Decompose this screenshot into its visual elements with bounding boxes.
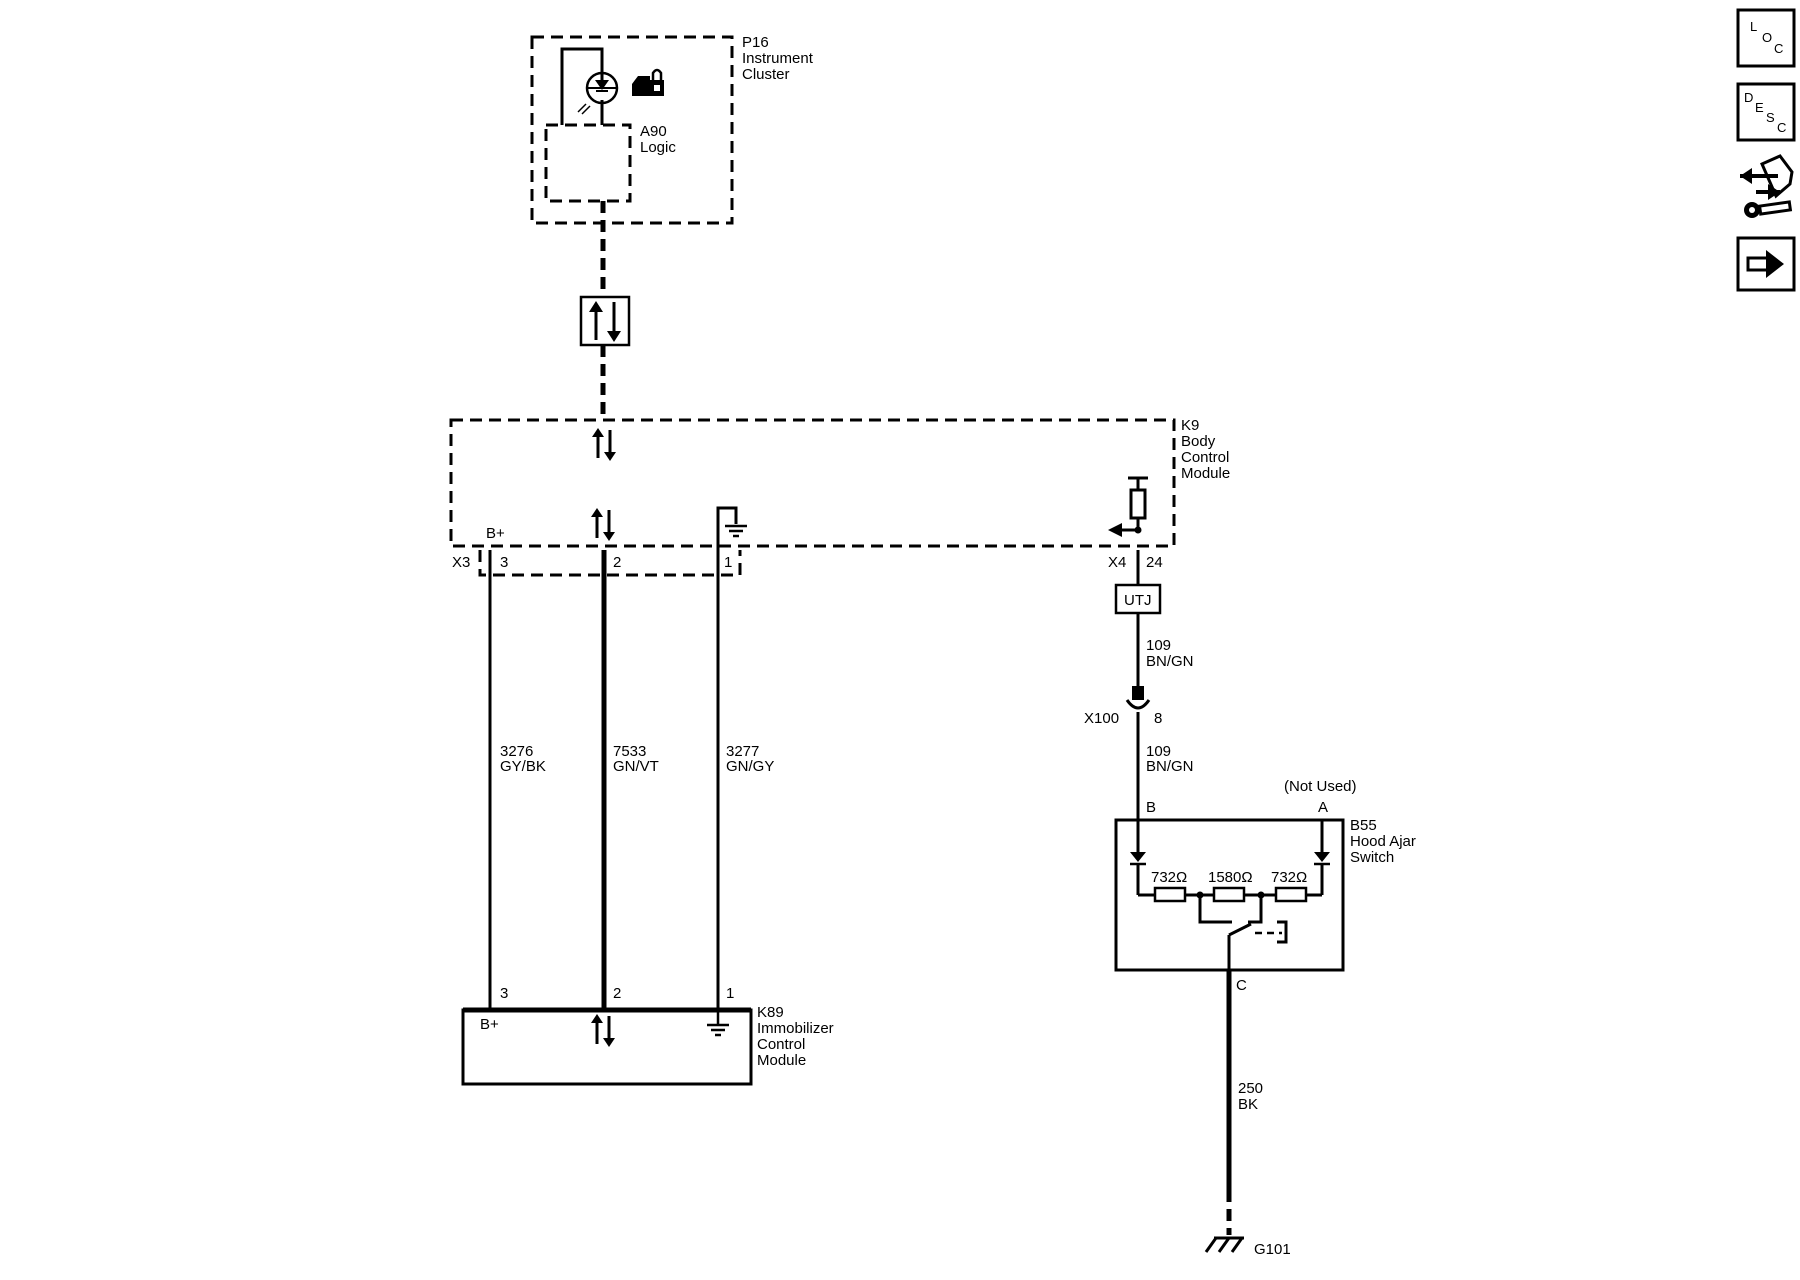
k9-line3: Module	[1181, 465, 1230, 482]
next-button[interactable]	[1736, 236, 1796, 292]
bcm-pin2-serial-arrows-icon	[591, 508, 615, 541]
chassis-ground-icon	[1204, 1236, 1244, 1253]
hood-ajar-switch: (Not Used) B A B55 Hood Ajar Switch 732Ω…	[1114, 778, 1416, 994]
desc-d: D	[1744, 90, 1753, 105]
hood-switch-contact-icon	[1228, 920, 1288, 944]
wire-250-circuit: 250	[1238, 1080, 1263, 1097]
k89-pin2: 2	[613, 985, 621, 1002]
desc-s: S	[1766, 110, 1775, 125]
body-control-module: K9 Body Control Module	[449, 417, 1230, 577]
logic-module-box	[544, 123, 632, 203]
instrument-cluster: P16 Instrument Cluster A90 Logic	[530, 34, 814, 225]
bcm-pin1: 1	[724, 554, 732, 571]
k9-ref: K9	[1181, 417, 1199, 434]
b55-r1: 732Ω	[1151, 869, 1187, 886]
bcm-b-plus: B+	[486, 525, 505, 542]
k89-line3: Module	[757, 1052, 806, 1069]
wire-109b-color: BN/GN	[1146, 758, 1194, 775]
immobilizer-control-module: 3 2 1 B+ K89 Immobilizer Control Module	[461, 985, 834, 1086]
wire-3276-circuit: 3276	[500, 743, 533, 760]
location-button[interactable]: L O C	[1736, 8, 1796, 68]
loc-o: O	[1762, 30, 1772, 45]
k89-b-plus: B+	[480, 1016, 499, 1033]
wire-3277-color: GN/GY	[726, 758, 774, 775]
wire-109a-color: BN/GN	[1146, 653, 1194, 670]
g101-label: G101	[1254, 1241, 1291, 1258]
serial-data-bidirectional-icon	[579, 295, 631, 347]
p16-ref: P16	[742, 34, 769, 51]
utj-label: UTJ	[1124, 592, 1152, 609]
loc-l: L	[1750, 19, 1757, 34]
b55-line2: Switch	[1350, 849, 1394, 866]
resistor-3-icon	[1274, 886, 1308, 903]
wire-3277-circuit: 3277	[726, 743, 759, 760]
wire-109a-circuit: 109	[1146, 637, 1171, 654]
k89-serial-arrows-icon	[591, 1014, 615, 1047]
utj-splice: UTJ	[1114, 583, 1162, 615]
loc-c: C	[1774, 41, 1783, 56]
inline-connector-x100: X100 8	[1084, 686, 1162, 727]
bcm-pullup-resistor-icon	[1108, 476, 1148, 537]
bcm-pin3: 3	[500, 554, 508, 571]
k89-pin1: 1	[726, 985, 734, 1002]
b55-not-used: (Not Used)	[1284, 778, 1357, 795]
bcm-pin2: 2	[613, 554, 621, 571]
bcm-pin24: 24	[1146, 554, 1163, 571]
p16-line2: Cluster	[742, 66, 790, 83]
b55-ref: B55	[1350, 817, 1377, 834]
resistor-1-icon	[1153, 886, 1187, 903]
description-button[interactable]: D E S C	[1736, 82, 1796, 142]
wire-7533-circuit: 7533	[613, 743, 646, 760]
k89-ref: K89	[757, 1004, 784, 1021]
p16-line1: Instrument	[742, 50, 814, 67]
k9-line1: Body	[1181, 433, 1216, 450]
b55-r3: 732Ω	[1271, 869, 1307, 886]
bcm-ground-icon	[716, 506, 747, 550]
resistor-2-icon	[1212, 886, 1246, 903]
k89-ground-icon	[707, 1012, 729, 1037]
b55-line1: Hood Ajar	[1350, 833, 1416, 850]
connector-service-button[interactable]	[1740, 154, 1794, 218]
b55-r2: 1580Ω	[1208, 869, 1253, 886]
k89-pin3: 3	[500, 985, 508, 1002]
bcm-x3-label: X3	[452, 554, 470, 571]
b55-pin-c: C	[1236, 977, 1247, 994]
desc-c: C	[1777, 120, 1786, 135]
wire-109b-circuit: 109	[1146, 743, 1171, 760]
x100-pin8: 8	[1154, 710, 1162, 727]
a90-ref: A90	[640, 123, 667, 140]
bcm-serial-arrows-icon	[592, 428, 616, 461]
x100-label: X100	[1084, 710, 1119, 727]
k89-line2: Control	[757, 1036, 805, 1053]
k89-line1: Immobilizer	[757, 1020, 834, 1037]
wire-250-color: BK	[1238, 1096, 1258, 1113]
b55-pin-a: A	[1318, 799, 1328, 816]
right-arrow-icon	[1746, 250, 1784, 278]
bcm-x4-label: X4	[1108, 554, 1126, 571]
a90-line1: Logic	[640, 139, 676, 156]
wire-3276-color: GY/BK	[500, 758, 546, 775]
k9-line2: Control	[1181, 449, 1229, 466]
b55-pin-b: B	[1146, 799, 1156, 816]
desc-e: E	[1755, 100, 1764, 115]
wire-7533-color: GN/VT	[613, 758, 659, 775]
connector-wrench-icon	[1740, 154, 1794, 218]
security-indicator-icon	[577, 71, 619, 115]
vehicle-lock-icon	[632, 68, 664, 96]
